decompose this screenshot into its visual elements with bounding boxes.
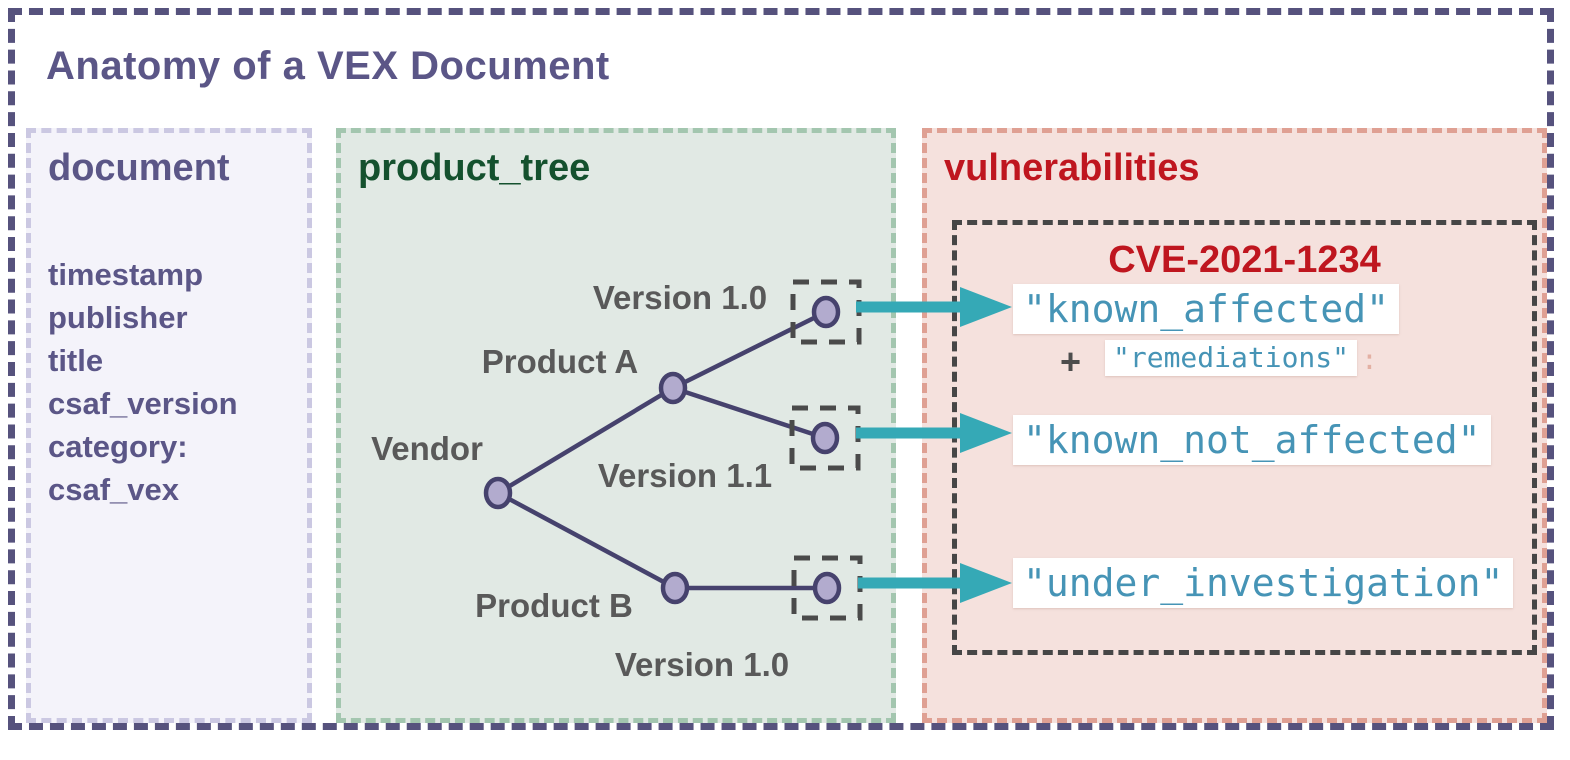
status-known-affected: "known_affected"	[1013, 284, 1400, 334]
document-field-list: timestamp publisher title csaf_version c…	[48, 253, 238, 511]
version-a11-node	[810, 421, 840, 455]
version-a10-label: Version 1.0	[593, 279, 767, 316]
tree-nodes	[483, 295, 842, 605]
product-b-node	[660, 571, 690, 605]
version-b10-node	[812, 571, 842, 605]
product-tree-panel: product_tree	[336, 128, 896, 723]
document-panel-header: document	[48, 147, 230, 189]
status-known-not-affected: "known_not_affected"	[1013, 415, 1491, 465]
page-title: Anatomy of a VEX Document	[46, 44, 610, 88]
document-field-csaf-version: csaf_version	[48, 386, 238, 421]
cve-id: CVE-2021-1234	[1108, 239, 1381, 281]
document-field-title: title	[48, 343, 104, 378]
product-a-node	[658, 371, 688, 405]
version-a11-label: Version 1.1	[598, 457, 772, 494]
document-field-publisher: publisher	[48, 300, 188, 335]
product-a-label: Product A	[482, 343, 638, 380]
status-remediations: "remediations"	[1105, 340, 1358, 376]
version-a10-node	[811, 295, 841, 329]
product-b-label: Product B	[475, 587, 633, 624]
document-field-csaf-vex: csaf_vex	[48, 472, 180, 507]
document-field-category: category:	[48, 429, 188, 464]
status-under-investigation: "under_investigation"	[1013, 558, 1514, 608]
vulnerabilities-panel: vulnerabilities CVE-2021-1234 "known_aff…	[922, 128, 1547, 723]
plus-icon: +	[1060, 341, 1082, 382]
version-b10-label: Version 1.0	[615, 646, 789, 683]
vulnerabilities-panel-header: vulnerabilities	[944, 147, 1200, 189]
cve-dashed-box: CVE-2021-1234 "known_affected" + "remedi…	[952, 220, 1537, 655]
vendor-node	[483, 476, 513, 510]
product-tree-panel-header: product_tree	[358, 147, 591, 189]
tree-edges	[496, 309, 828, 591]
vendor-label: Vendor	[371, 430, 483, 467]
document-field-timestamp: timestamp	[48, 257, 204, 292]
document-panel: document timestamp publisher title csaf_…	[26, 128, 312, 723]
outer-dashed-frame	[8, 8, 1554, 730]
product-tree-graph: Vendor Product A Product B Version 1.0 V…	[371, 279, 863, 683]
remediations-colon: :	[1361, 343, 1378, 376]
